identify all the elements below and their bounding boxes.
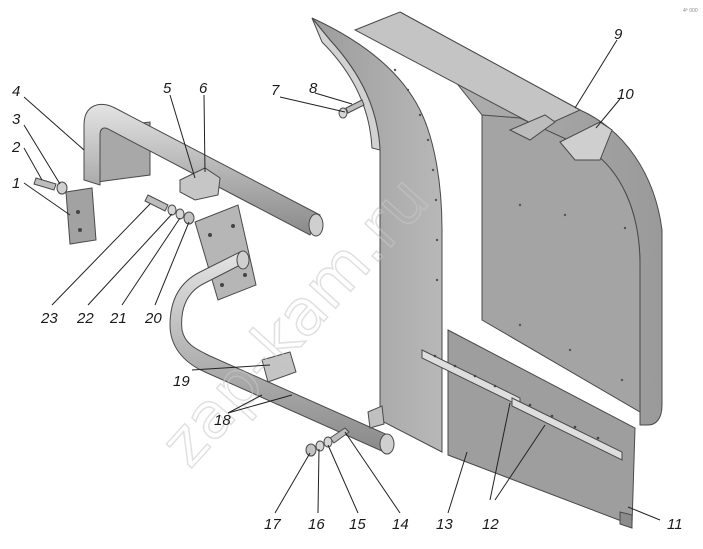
mudflap-assembly	[421, 329, 636, 529]
upper-bracket-assembly	[33, 103, 324, 245]
callout-9: 9	[614, 26, 623, 43]
callout-10: 10	[617, 86, 634, 103]
nut-20	[183, 211, 195, 225]
fender-assembly	[311, 11, 663, 453]
callout-21: 21	[109, 310, 127, 327]
callout-20: 20	[144, 310, 162, 327]
callout-14: 14	[392, 516, 409, 533]
callout-labels: 1 2 3 4 5 6 7 8 9 10 11 12 13 14 15 16 1…	[11, 26, 683, 533]
washer-21	[175, 208, 185, 220]
callout-16: 16	[308, 516, 325, 533]
bolt-14	[329, 427, 350, 444]
clamp-strip-lower	[511, 397, 623, 461]
fender-rivet-row	[393, 68, 627, 382]
callout-17: 17	[264, 516, 281, 533]
lower-tube	[169, 251, 391, 453]
lower-plate-hole-4	[243, 273, 247, 277]
fender-clamp	[559, 121, 613, 161]
callout-6: 6	[199, 80, 208, 97]
washer-16	[315, 440, 325, 452]
lower-tube-bracket	[367, 405, 385, 429]
bolt-2	[33, 177, 57, 191]
callout-11: 11	[667, 516, 683, 533]
mount-hole	[76, 210, 80, 214]
callout-3: 3	[12, 111, 21, 128]
nut-17	[305, 443, 317, 457]
callout-2: 2	[11, 139, 21, 156]
upper-tube-end	[308, 213, 324, 237]
washer-15	[323, 436, 333, 448]
bolt-8	[345, 99, 365, 114]
callout-18: 18	[214, 412, 231, 429]
callout-15: 15	[349, 516, 366, 533]
lower-bracket-assembly	[144, 99, 395, 457]
lower-tube-end	[379, 433, 395, 455]
washer-7	[338, 107, 348, 119]
strip-bolt-heads	[433, 354, 600, 440]
corner-tag: 4ᴾ 000	[683, 8, 698, 14]
washer-3	[56, 181, 68, 195]
fender-top-strip	[353, 11, 582, 129]
callout-4: 4	[12, 83, 20, 100]
fender-clamp-2	[508, 114, 556, 141]
callout-1: 1	[12, 175, 20, 192]
lower-plate-hole-3	[220, 283, 224, 287]
lower-plate-hole-1	[208, 233, 212, 237]
bolt-23	[144, 194, 169, 212]
callout-8: 8	[309, 80, 318, 97]
callout-5: 5	[163, 80, 172, 97]
fender-front-edge	[311, 17, 381, 151]
mount-plate-1	[65, 187, 97, 245]
callout-12: 12	[482, 516, 499, 533]
leader-lines	[23, 39, 661, 521]
lower-tube-stub	[236, 250, 250, 270]
callout-22: 22	[76, 310, 94, 327]
callout-19: 19	[173, 373, 190, 390]
lower-plate-hole-2	[231, 224, 235, 228]
callout-23: 23	[40, 310, 58, 327]
lower-tube-clamp	[261, 351, 297, 383]
callout-7: 7	[271, 82, 280, 99]
mudflap-back	[619, 511, 633, 529]
washer-22	[167, 204, 177, 216]
mount-hole-2	[78, 228, 82, 232]
callout-13: 13	[436, 516, 453, 533]
